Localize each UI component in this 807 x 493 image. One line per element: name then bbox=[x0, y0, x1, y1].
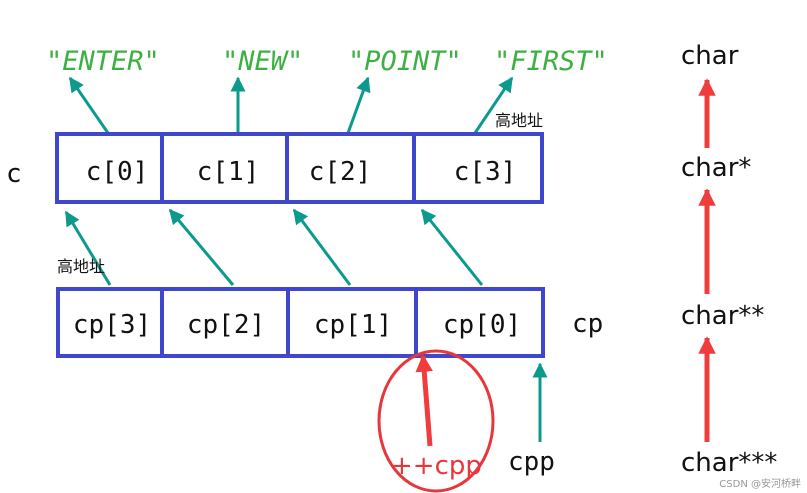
type-char-ptr-ptr: char** bbox=[681, 301, 764, 331]
arrow-c3-to-first bbox=[473, 76, 514, 134]
string-first: "FIRST" bbox=[494, 46, 608, 77]
pre-increment-cpp-label: ++cpp bbox=[391, 451, 482, 481]
highlight-circle bbox=[377, 349, 495, 493]
arrow-cp0-to-c3 bbox=[420, 208, 484, 286]
cp-cell-2: cp[2] bbox=[187, 310, 265, 340]
arrow-cp1-to-c2 bbox=[292, 208, 352, 286]
type-char: char bbox=[681, 41, 739, 71]
arrow-cp2-to-c1 bbox=[168, 208, 235, 286]
string-enter: "ENTER" bbox=[46, 46, 160, 77]
string-point: "POINT" bbox=[348, 46, 462, 77]
c-high-address-label: 高地址 bbox=[495, 111, 543, 130]
arrow-pre-increment-cpp bbox=[415, 354, 433, 447]
c-array-box bbox=[55, 132, 544, 204]
cp-cell-3: cp[3] bbox=[73, 310, 151, 340]
arrow-cp3-to-c0 bbox=[64, 210, 112, 286]
cp-cell-1: cp[1] bbox=[314, 310, 392, 340]
watermark: CSDN @安河桥畔 bbox=[719, 477, 801, 490]
cpp-label: cpp bbox=[508, 447, 555, 477]
c-cell-3: c[3] bbox=[454, 157, 517, 187]
c-cell-0: c[0] bbox=[86, 157, 149, 187]
c-array-label: c bbox=[6, 159, 22, 189]
arrow-c2-to-point bbox=[346, 76, 371, 134]
arrow-c0-to-enter bbox=[68, 76, 110, 134]
cp-array-box bbox=[56, 287, 545, 358]
cp-cell-0: cp[0] bbox=[443, 310, 521, 340]
cp-array-label: cp bbox=[572, 309, 603, 339]
string-new: "NEW" bbox=[222, 46, 303, 77]
c-cell-2: c[2] bbox=[309, 157, 372, 187]
c-cell-1: c[1] bbox=[197, 157, 260, 187]
type-char-ptr: char* bbox=[681, 153, 751, 183]
type-char-ptr-ptr-ptr: char*** bbox=[681, 448, 777, 478]
cp-high-address-label: 高地址 bbox=[57, 257, 105, 276]
